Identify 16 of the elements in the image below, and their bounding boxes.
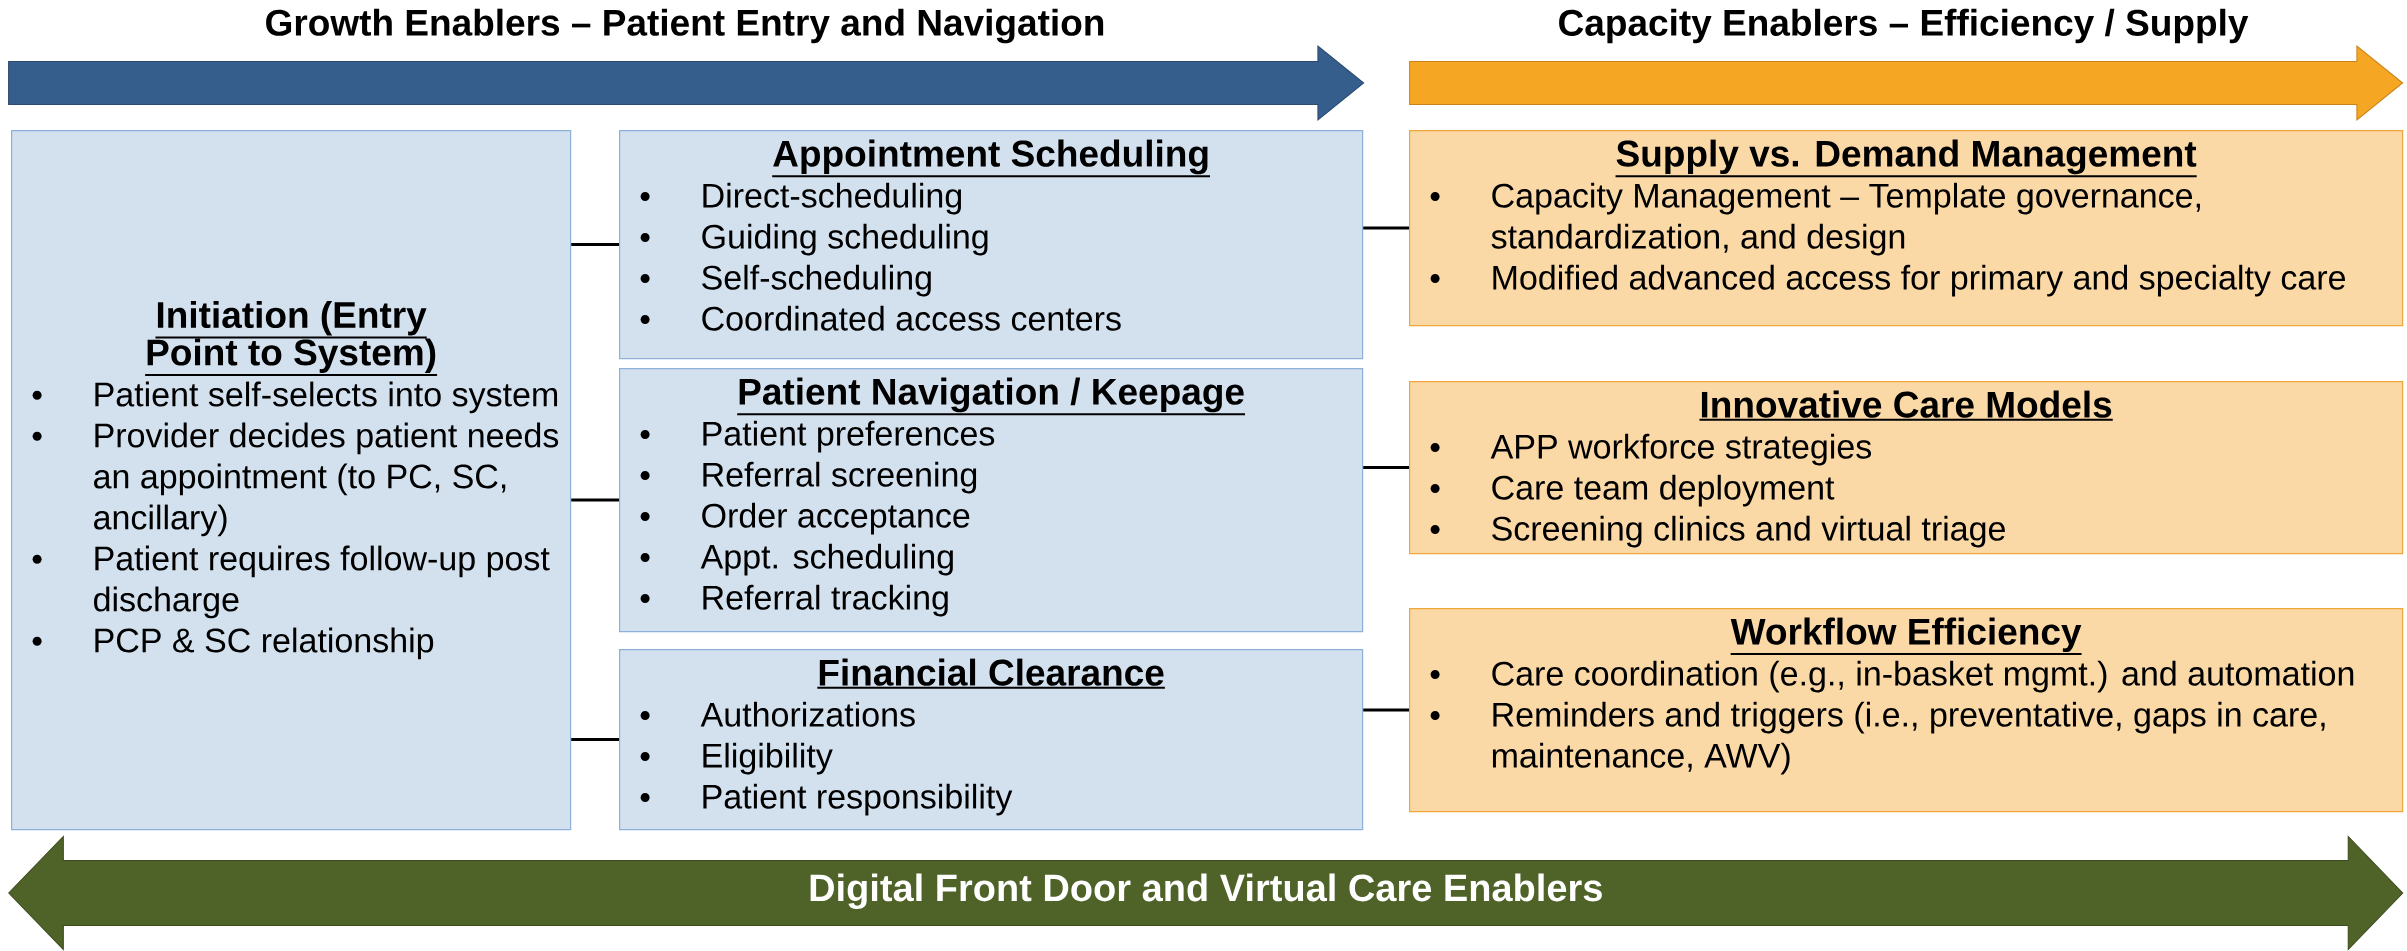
section-heading: Capacity Enablers – Efficiency / Supply (1559, 8, 2249, 44)
category-box: Workflow Efficiency Care coordination (e.g., in-basket mgmt.) and automation Reminders and triggers (i.e., preventative, gaps in care, maintenance, AWV) (1409, 608, 2404, 813)
double-arrow-banner: Digital Front Door and Virtual Care Enablers (8, 836, 2404, 950)
category-box: Appointment Scheduling Direct-scheduling Guiding scheduling Self-scheduling Coordinated access centers (619, 130, 1364, 360)
category-box: Patient Navigation / Keepage Patient preferences Referral screening Order acceptance Appt. scheduling Referral tracking (619, 368, 1364, 633)
connector-line (1363, 708, 1409, 712)
category-box: Financial Clearance Authorizations Eligibility Patient responsibility (619, 649, 1364, 831)
category-box: Initiation (Entry Point to System) Patient self-selects into system Provider decides patient needs an appointment (to PC, SC, ancillary) Patient requires follow-up post discharge PCP & SC relationship (11, 130, 572, 831)
category-box: Innovative Care Models APP workforce strategies Care team deployment Screening clinics and virtual triage (1409, 381, 2404, 555)
connector-line (571, 738, 619, 742)
connector-line (571, 243, 619, 247)
connector-line (1363, 466, 1409, 470)
connector-line (1363, 226, 1409, 230)
category-box: Supply vs. Demand Management Capacity Management – Template governance, standardization, and design Modified advanced access for primary and specialty care (1409, 130, 2404, 327)
section-heading: Growth Enablers – Patient Entry and Navigation (266, 8, 1104, 44)
connector-line (571, 498, 619, 502)
